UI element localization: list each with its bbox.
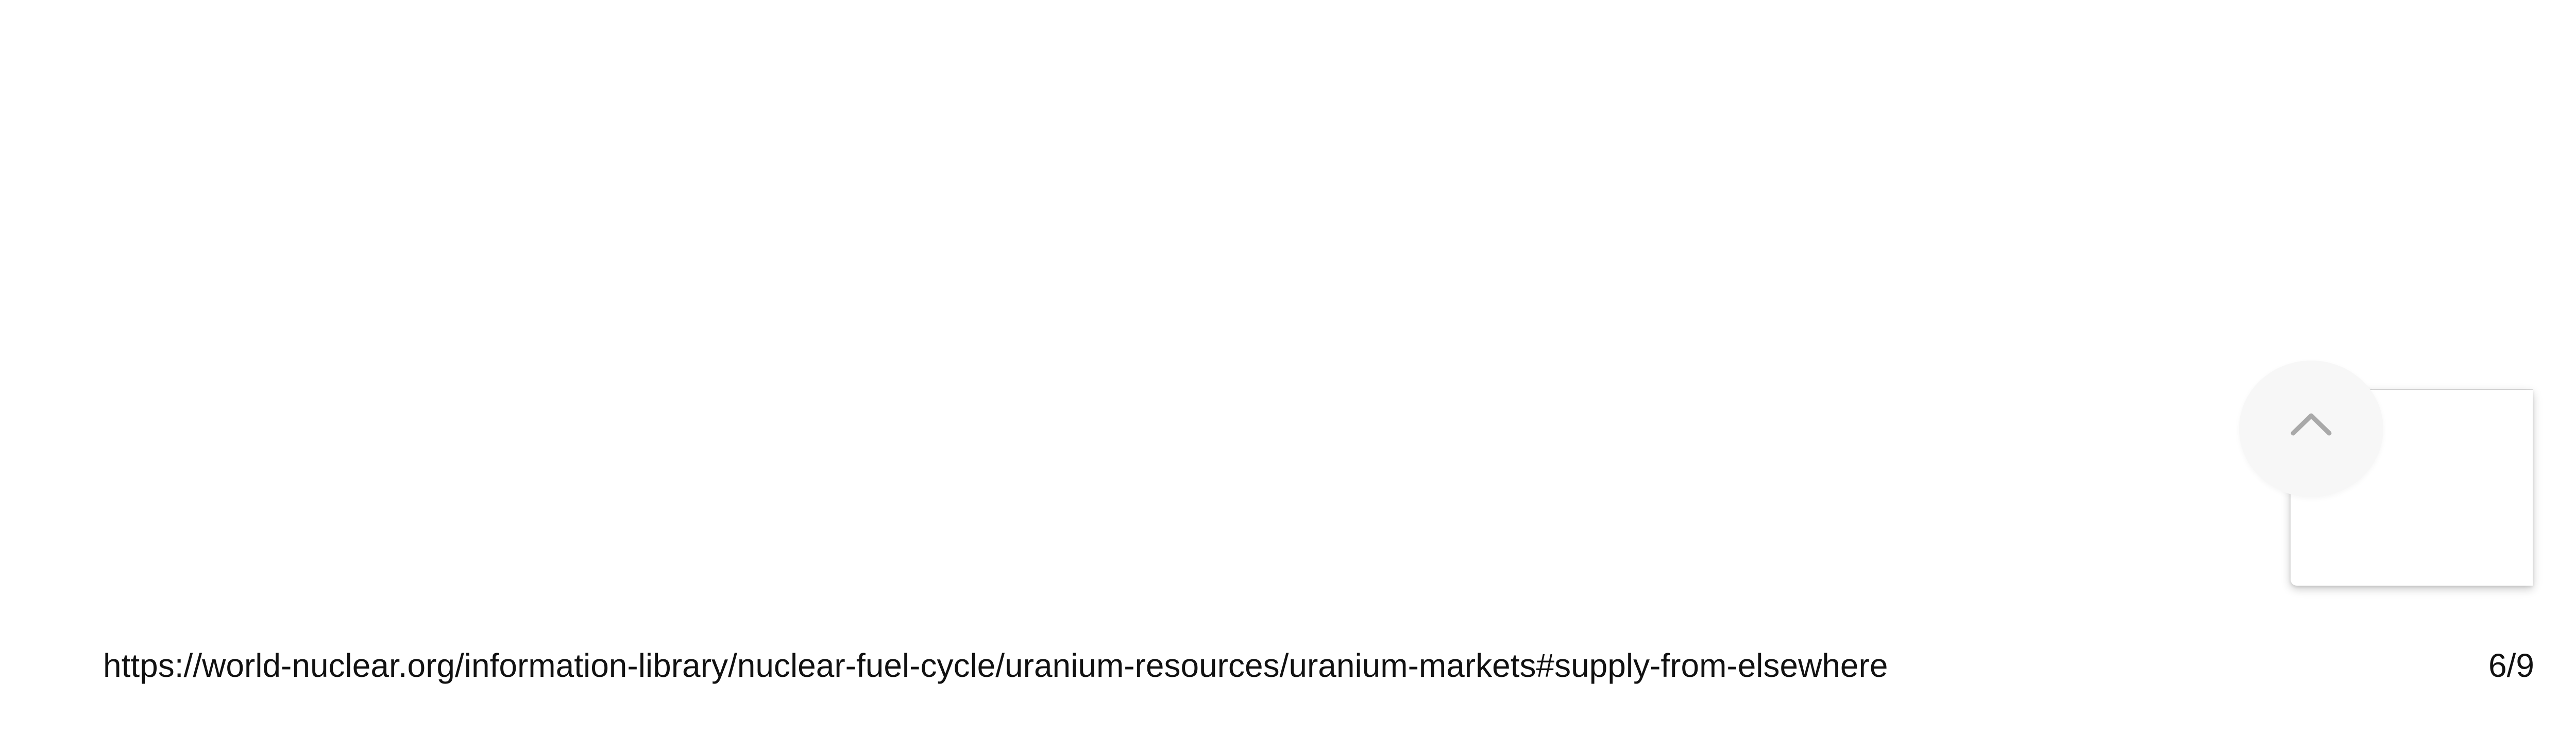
chevron-up-icon <box>2291 413 2332 435</box>
page-url[interactable]: https://world-nuclear.org/information-li… <box>103 647 1888 684</box>
scroll-to-top-button[interactable] <box>2239 361 2383 497</box>
page-number: 6/9 <box>2488 647 2534 684</box>
